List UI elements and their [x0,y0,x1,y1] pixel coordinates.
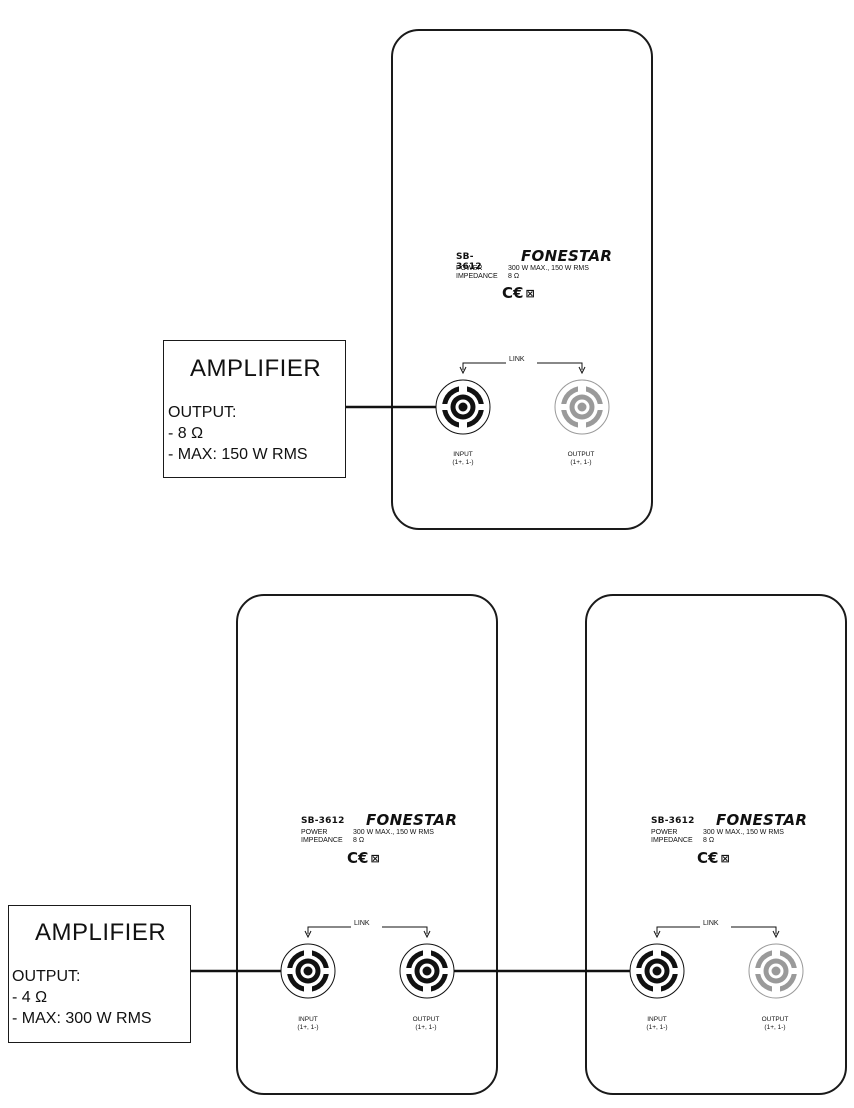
ce-mark: C€ [347,849,369,867]
input-connector-icon [280,943,336,999]
amplifier-impedance: - 8 Ω [168,425,204,442]
impedance-value: 8 Ω [353,837,365,844]
input-port-label: INPUT (1+, 1-) [297,1016,319,1031]
amplifier-power: - MAX: 300 W RMS [12,1010,152,1027]
amplifier-title: AMPLIFIER [35,919,167,946]
speaker-cabinet-bottom-right [585,594,847,1095]
input-port-label: INPUT (1+, 1-) [452,451,474,466]
power-value: 300 W MAX., 150 W RMS [353,829,434,836]
impedance-value: 8 Ω [703,837,715,844]
power-value: 300 W MAX., 150 W RMS [508,265,589,272]
speaker-cabinet-top [391,29,653,530]
amplifier-box-dual [8,905,191,1043]
power-label: POWER [301,829,328,836]
power-value: 300 W MAX., 150 W RMS [703,829,784,836]
power-label: POWER [651,829,678,836]
output-connector-icon [399,943,455,999]
model-name: SB-3612 [651,816,695,826]
model-name: SB-3612 [456,252,482,272]
model-name: SB-3612 [301,816,345,826]
link-bracket [304,926,431,939]
certification-marks: C€⊠ [347,849,380,867]
input-connector-icon [629,943,685,999]
power-label: POWER [456,265,483,272]
certification-marks: C€⊠ [502,284,535,302]
impedance-label: IMPEDANCE [456,273,498,280]
brand-logo: FONESTAR [521,247,613,265]
weee-icon: ⊠ [720,852,730,865]
impedance-label: IMPEDANCE [651,837,693,844]
link-label: LINK [700,920,722,927]
amplifier-power: - MAX: 150 W RMS [168,446,308,463]
input-connector-icon [435,379,491,435]
output-port-label: OUTPUT (1+, 1-) [567,451,595,466]
brand-logo: FONESTAR [366,811,458,829]
link-bracket [459,362,586,375]
ce-mark: C€ [502,284,524,302]
weee-icon: ⊠ [370,852,380,865]
link-label: LINK [506,356,528,363]
output-connector-icon [748,943,804,999]
certification-marks: C€⊠ [697,849,730,867]
link-label: LINK [351,920,373,927]
amplifier-title: AMPLIFIER [190,355,322,382]
amplifier-impedance: - 4 Ω [12,989,48,1006]
ce-mark: C€ [697,849,719,867]
speaker-cabinet-bottom-left [236,594,498,1095]
output-port-label: OUTPUT (1+, 1-) [761,1016,789,1031]
output-port-label: OUTPUT (1+, 1-) [412,1016,440,1031]
link-bracket [653,926,780,939]
amplifier-output-heading: OUTPUT: [168,404,237,421]
brand-logo: FONESTAR [716,811,808,829]
output-connector-icon [554,379,610,435]
impedance-label: IMPEDANCE [301,837,343,844]
amplifier-box-single [163,340,346,478]
input-port-label: INPUT (1+, 1-) [646,1016,668,1031]
amplifier-output-heading: OUTPUT: [12,968,81,985]
weee-icon: ⊠ [525,287,535,300]
impedance-value: 8 Ω [508,273,520,280]
